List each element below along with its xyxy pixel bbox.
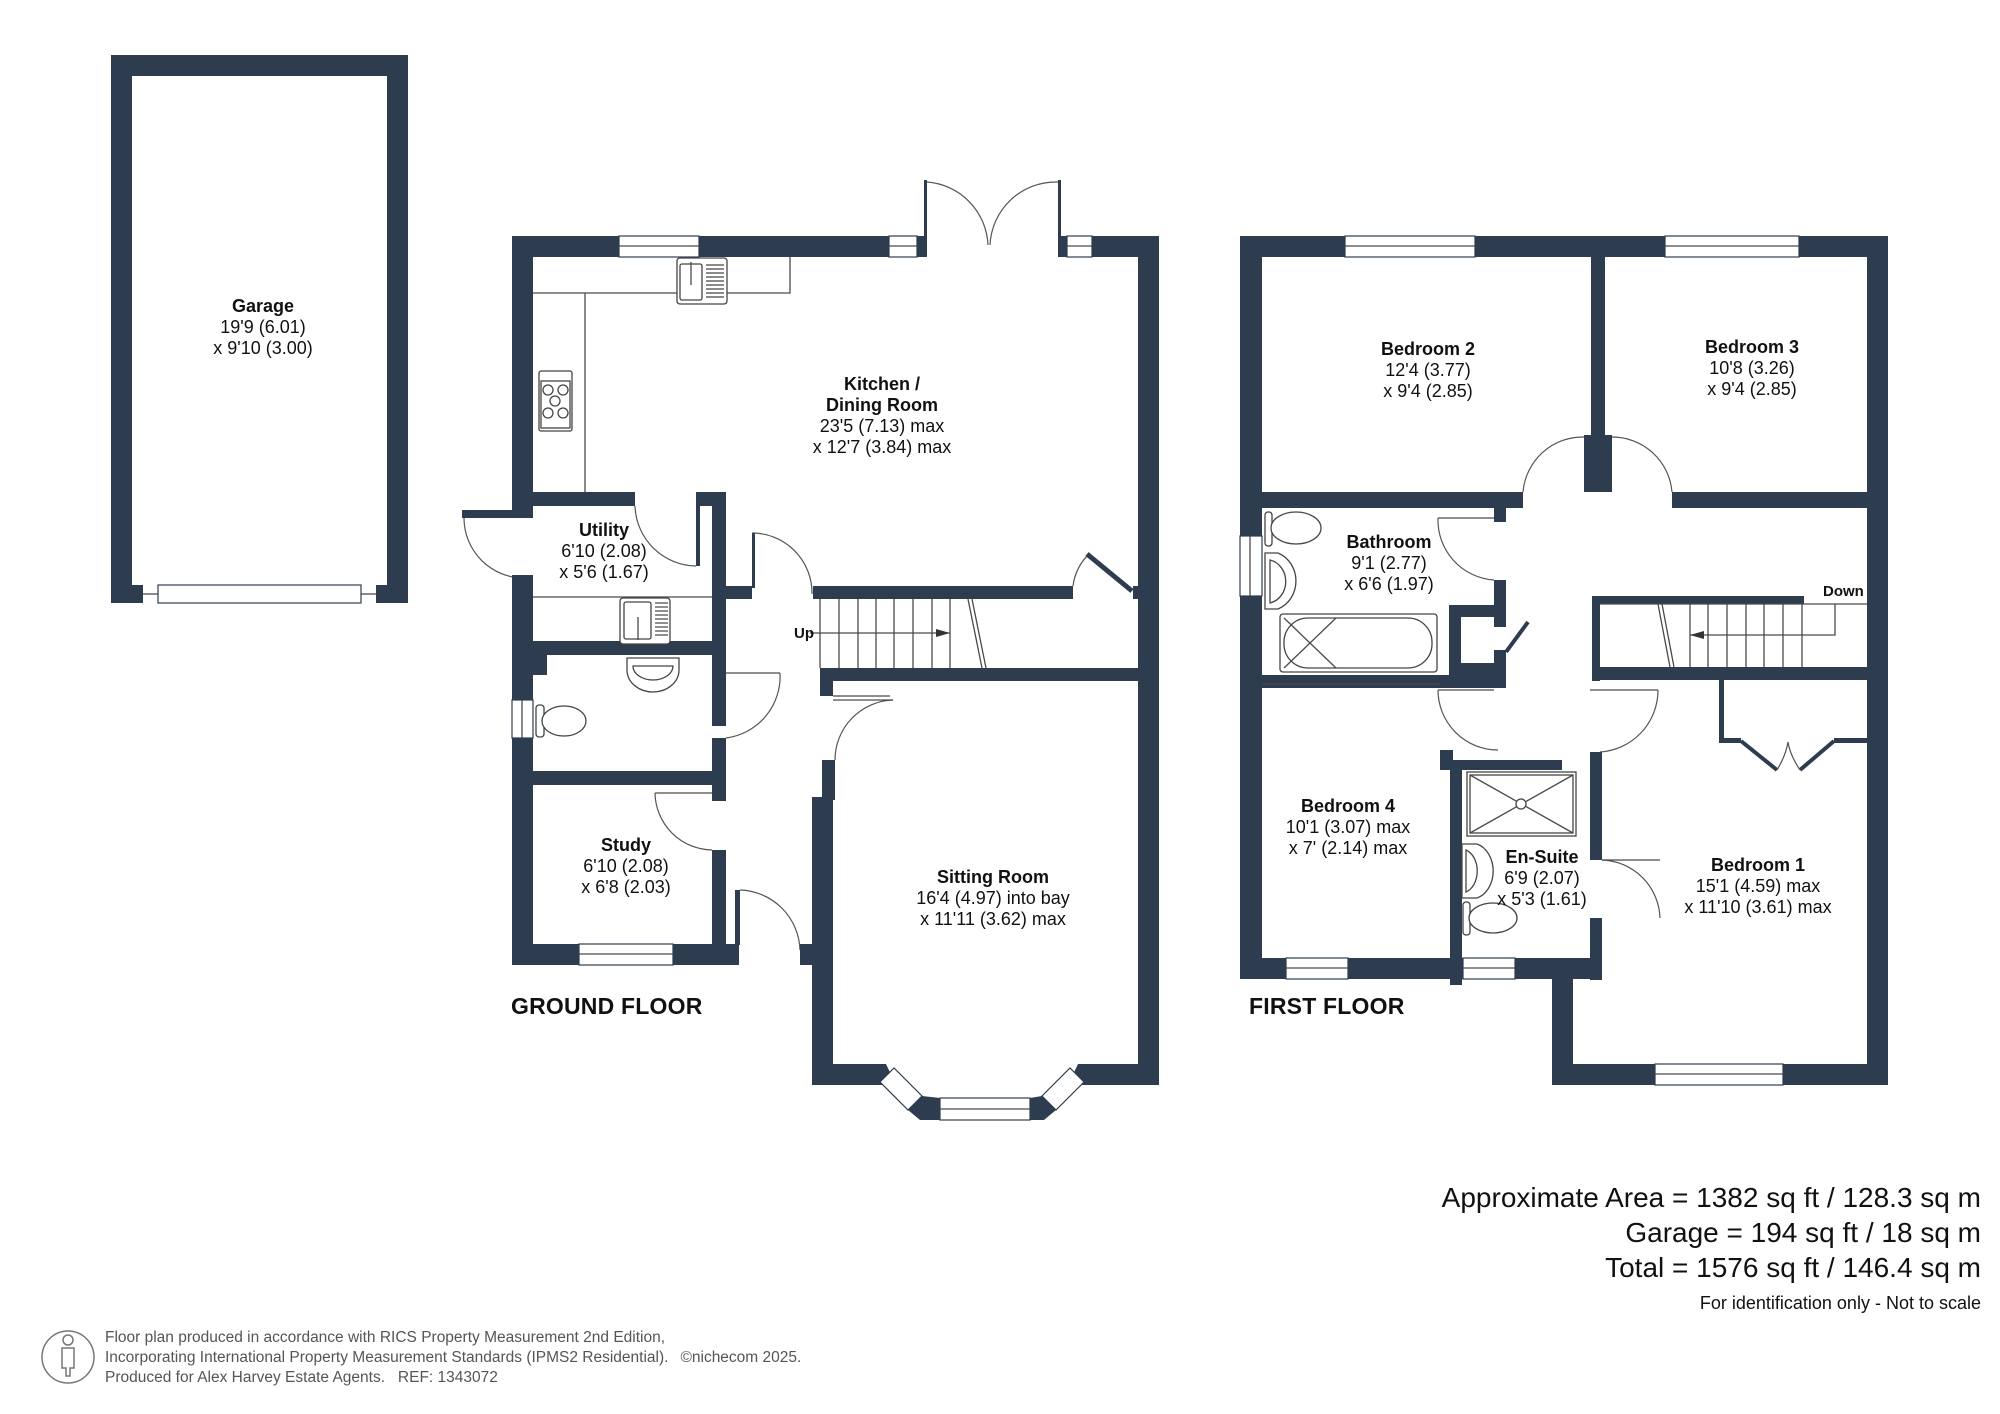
room-en-suite: En-Suite 6'9 (2.07) x 5'3 (1.61) bbox=[1497, 847, 1586, 910]
room-name: Bathroom bbox=[1346, 532, 1432, 552]
ground-floor-label: GROUND FLOOR bbox=[511, 993, 703, 1019]
room-name: Sitting Room bbox=[937, 867, 1049, 887]
room-dim-1: 6'10 (2.08) bbox=[561, 541, 647, 561]
room-name: Study bbox=[600, 835, 652, 855]
ensuite-basin-icon bbox=[1461, 843, 1494, 899]
copyright: ©nichecom 2025. bbox=[680, 1349, 802, 1366]
room-bedroom-3: Bedroom 3 10'8 (3.26) x 9'4 (2.85) bbox=[1705, 337, 1799, 400]
room-bedroom-4: Bedroom 4 10'1 (3.07) max x 7' (2.14) ma… bbox=[1286, 796, 1411, 859]
footer-line-1: Floor plan produced in accordance with R… bbox=[105, 1329, 666, 1346]
kitchen-sink-icon bbox=[676, 257, 728, 305]
room-dim-2: x 6'8 (2.03) bbox=[581, 877, 671, 897]
room-name: Bedroom 1 bbox=[1710, 855, 1806, 875]
garage-walls bbox=[111, 55, 408, 604]
room-dim-1: 23'5 (7.13) max bbox=[819, 416, 945, 436]
room-garage: Garage 19'9 (6.01) x 9'10 (3.00) bbox=[213, 296, 313, 359]
room-dim-1: 6'9 (2.07) bbox=[1504, 868, 1580, 888]
room-name-line-2: Dining Room bbox=[826, 395, 938, 415]
room-name: Bedroom 4 bbox=[1300, 796, 1396, 816]
person-info-icon bbox=[41, 1330, 95, 1384]
total-area: Total = 1576 sq ft / 146.4 sq m bbox=[1605, 1252, 1981, 1283]
room-bathroom: Bathroom 9'1 (2.77) x 6'6 (1.97) bbox=[1344, 532, 1433, 595]
room-name: Bedroom 2 bbox=[1380, 339, 1476, 359]
bath-basin-icon bbox=[1264, 552, 1297, 610]
ensuite-toilet-icon bbox=[1462, 901, 1518, 936]
room-dim-1: 6'10 (2.08) bbox=[583, 856, 669, 876]
scale-disclaimer: For identification only - Not to scale bbox=[1699, 1293, 1981, 1313]
footer-line-2-text: Incorporating International Property Mea… bbox=[105, 1349, 669, 1366]
room-utility: Utility 6'10 (2.08) x 5'6 (1.67) bbox=[559, 520, 648, 583]
approximate-area: Approximate Area = 1382 sq ft / 128.3 sq… bbox=[1441, 1182, 1981, 1213]
room-study: Study 6'10 (2.08) x 6'8 (2.03) bbox=[581, 835, 670, 898]
garage-area: Garage = 194 sq ft / 18 sq m bbox=[1625, 1217, 1981, 1248]
room-dim-1: 15'1 (4.59) max bbox=[1695, 876, 1821, 896]
footer-line-2: Incorporating International Property Mea… bbox=[105, 1348, 801, 1368]
stairs-up-label: Up bbox=[794, 625, 814, 642]
room-dim-2: x 9'4 (2.85) bbox=[1383, 381, 1473, 401]
garage-door bbox=[157, 584, 362, 604]
room-dim-2: x 7' (2.14) max bbox=[1288, 838, 1408, 858]
first-stairs bbox=[1600, 603, 1867, 668]
room-dim-1: 16'4 (4.97) into bay bbox=[916, 888, 1070, 908]
footer-credits: Floor plan produced in accordance with R… bbox=[105, 1328, 801, 1388]
room-dim-1: 10'1 (3.07) max bbox=[1285, 817, 1411, 837]
shower-tray-icon bbox=[1466, 771, 1577, 837]
room-dim-1: 12'4 (3.77) bbox=[1385, 360, 1471, 380]
room-dim-2: x 11'10 (3.61) max bbox=[1684, 897, 1832, 917]
room-dim-2: x 11'11 (3.62) max bbox=[920, 909, 1066, 929]
hob-icon bbox=[538, 370, 573, 432]
room-dim-2: x 12'7 (3.84) max bbox=[812, 437, 952, 457]
ground-stairs bbox=[810, 598, 987, 669]
room-dim-2: x 5'6 (1.67) bbox=[559, 562, 649, 582]
first-floor-walls bbox=[1239, 235, 1888, 1086]
stairs-down-label: Down bbox=[1823, 583, 1864, 600]
footer-line-3: Produced for Alex Harvey Estate Agents. … bbox=[105, 1369, 498, 1386]
room-bedroom-2: Bedroom 2 12'4 (3.77) x 9'4 (2.85) bbox=[1381, 339, 1475, 402]
area-summary: Approximate Area = 1382 sq ft / 128.3 sq… bbox=[1442, 1180, 1981, 1315]
room-dim-1: 9'1 (2.77) bbox=[1351, 553, 1427, 573]
room-dim-1: 10'8 (3.26) bbox=[1709, 358, 1795, 378]
room-sitting-room: Sitting Room 16'4 (4.97) into bay x 11'1… bbox=[916, 867, 1070, 930]
bath-toilet-icon bbox=[1264, 511, 1322, 547]
room-dim-2: x 6'6 (1.97) bbox=[1344, 574, 1434, 594]
room-name: Bedroom 3 bbox=[1704, 337, 1800, 357]
room-dim-2: x 5'3 (1.61) bbox=[1497, 889, 1587, 909]
first-floor-label: FIRST FLOOR bbox=[1249, 993, 1405, 1019]
room-name: En-Suite bbox=[1505, 847, 1579, 867]
room-dim-2: x 9'4 (2.85) bbox=[1707, 379, 1797, 399]
room-bedroom-1: Bedroom 1 15'1 (4.59) max x 11'10 (3.61)… bbox=[1684, 855, 1831, 918]
utility-sink-icon bbox=[619, 597, 671, 645]
ground-floor-walls bbox=[462, 180, 1159, 1121]
room-name: Garage bbox=[231, 296, 295, 316]
room-kitchen-dining: Kitchen / Dining Room 23'5 (7.13) max x … bbox=[813, 374, 952, 458]
wc-basin-icon bbox=[626, 657, 680, 693]
wc-toilet-icon bbox=[535, 704, 587, 738]
room-dim-1: 19'9 (6.01) bbox=[220, 317, 306, 337]
room-dim-2: x 9'10 (3.00) bbox=[213, 338, 313, 358]
bathtub-icon bbox=[1279, 613, 1438, 673]
room-name: Utility bbox=[578, 520, 630, 540]
room-name-line-1: Kitchen / bbox=[843, 374, 920, 394]
